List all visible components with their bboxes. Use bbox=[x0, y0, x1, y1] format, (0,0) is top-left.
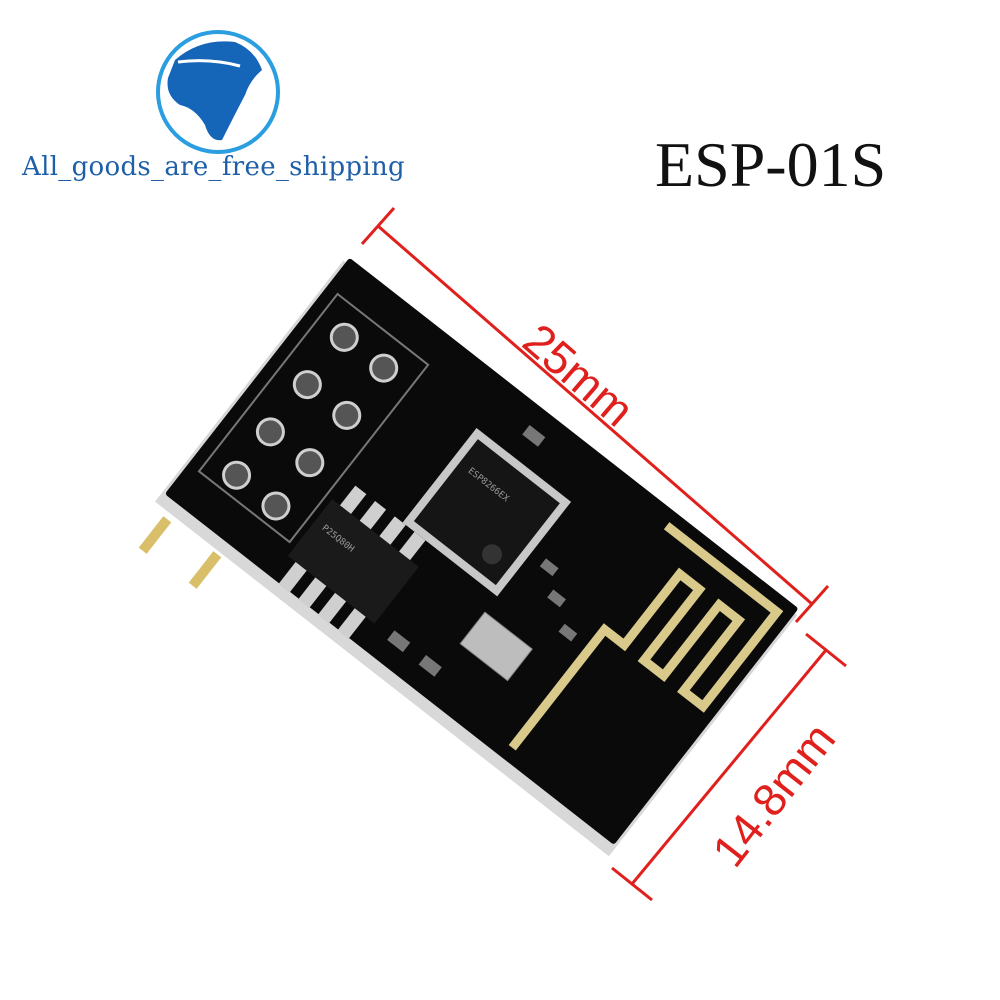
pin bbox=[138, 516, 172, 554]
product-title: ESP-01S bbox=[655, 129, 887, 200]
esp01s-board: ESP8266EX P25Q80H bbox=[155, 258, 798, 857]
header-pins bbox=[197, 292, 430, 544]
smd-components bbox=[387, 424, 578, 677]
dimension-length bbox=[360, 207, 830, 623]
pin bbox=[188, 551, 222, 589]
flash-chip: P25Q80H bbox=[278, 485, 426, 639]
crystal bbox=[459, 611, 533, 682]
globe-icon bbox=[156, 30, 280, 154]
esp8266-chip: ESP8266EX bbox=[402, 427, 572, 597]
brand-slogan: All_goods_are_free_shipping bbox=[22, 152, 405, 182]
pcb-antenna bbox=[508, 522, 784, 751]
svg-text:14.8mm: 14.8mm bbox=[702, 713, 845, 876]
dimension-width bbox=[611, 632, 847, 902]
